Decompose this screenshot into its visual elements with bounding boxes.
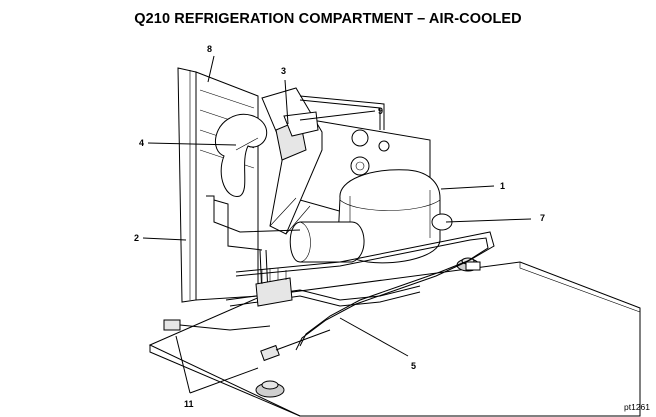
- callout-8: 8: [207, 44, 213, 54]
- callout-5: 5: [411, 361, 417, 371]
- service-valves: [163, 261, 481, 362]
- receiver-tank: [289, 221, 365, 263]
- condenser: [177, 67, 259, 303]
- condenser-fan-blade: [215, 113, 268, 197]
- callout-9: 9: [378, 106, 384, 116]
- callout-2: 2: [134, 233, 140, 243]
- diagram-title: Q210 REFRIGERATION COMPARTMENT – AIR-COO…: [134, 11, 522, 27]
- fan-motor: [261, 87, 323, 235]
- callout-3: 3: [281, 66, 287, 76]
- callout-1: 1: [500, 181, 506, 191]
- callout-4: 4: [139, 138, 145, 148]
- callout-leaders: [142, 55, 532, 394]
- figure-id: pt1261: [624, 402, 650, 412]
- callout-11: 11: [184, 399, 194, 409]
- callout-7: 7: [540, 213, 546, 223]
